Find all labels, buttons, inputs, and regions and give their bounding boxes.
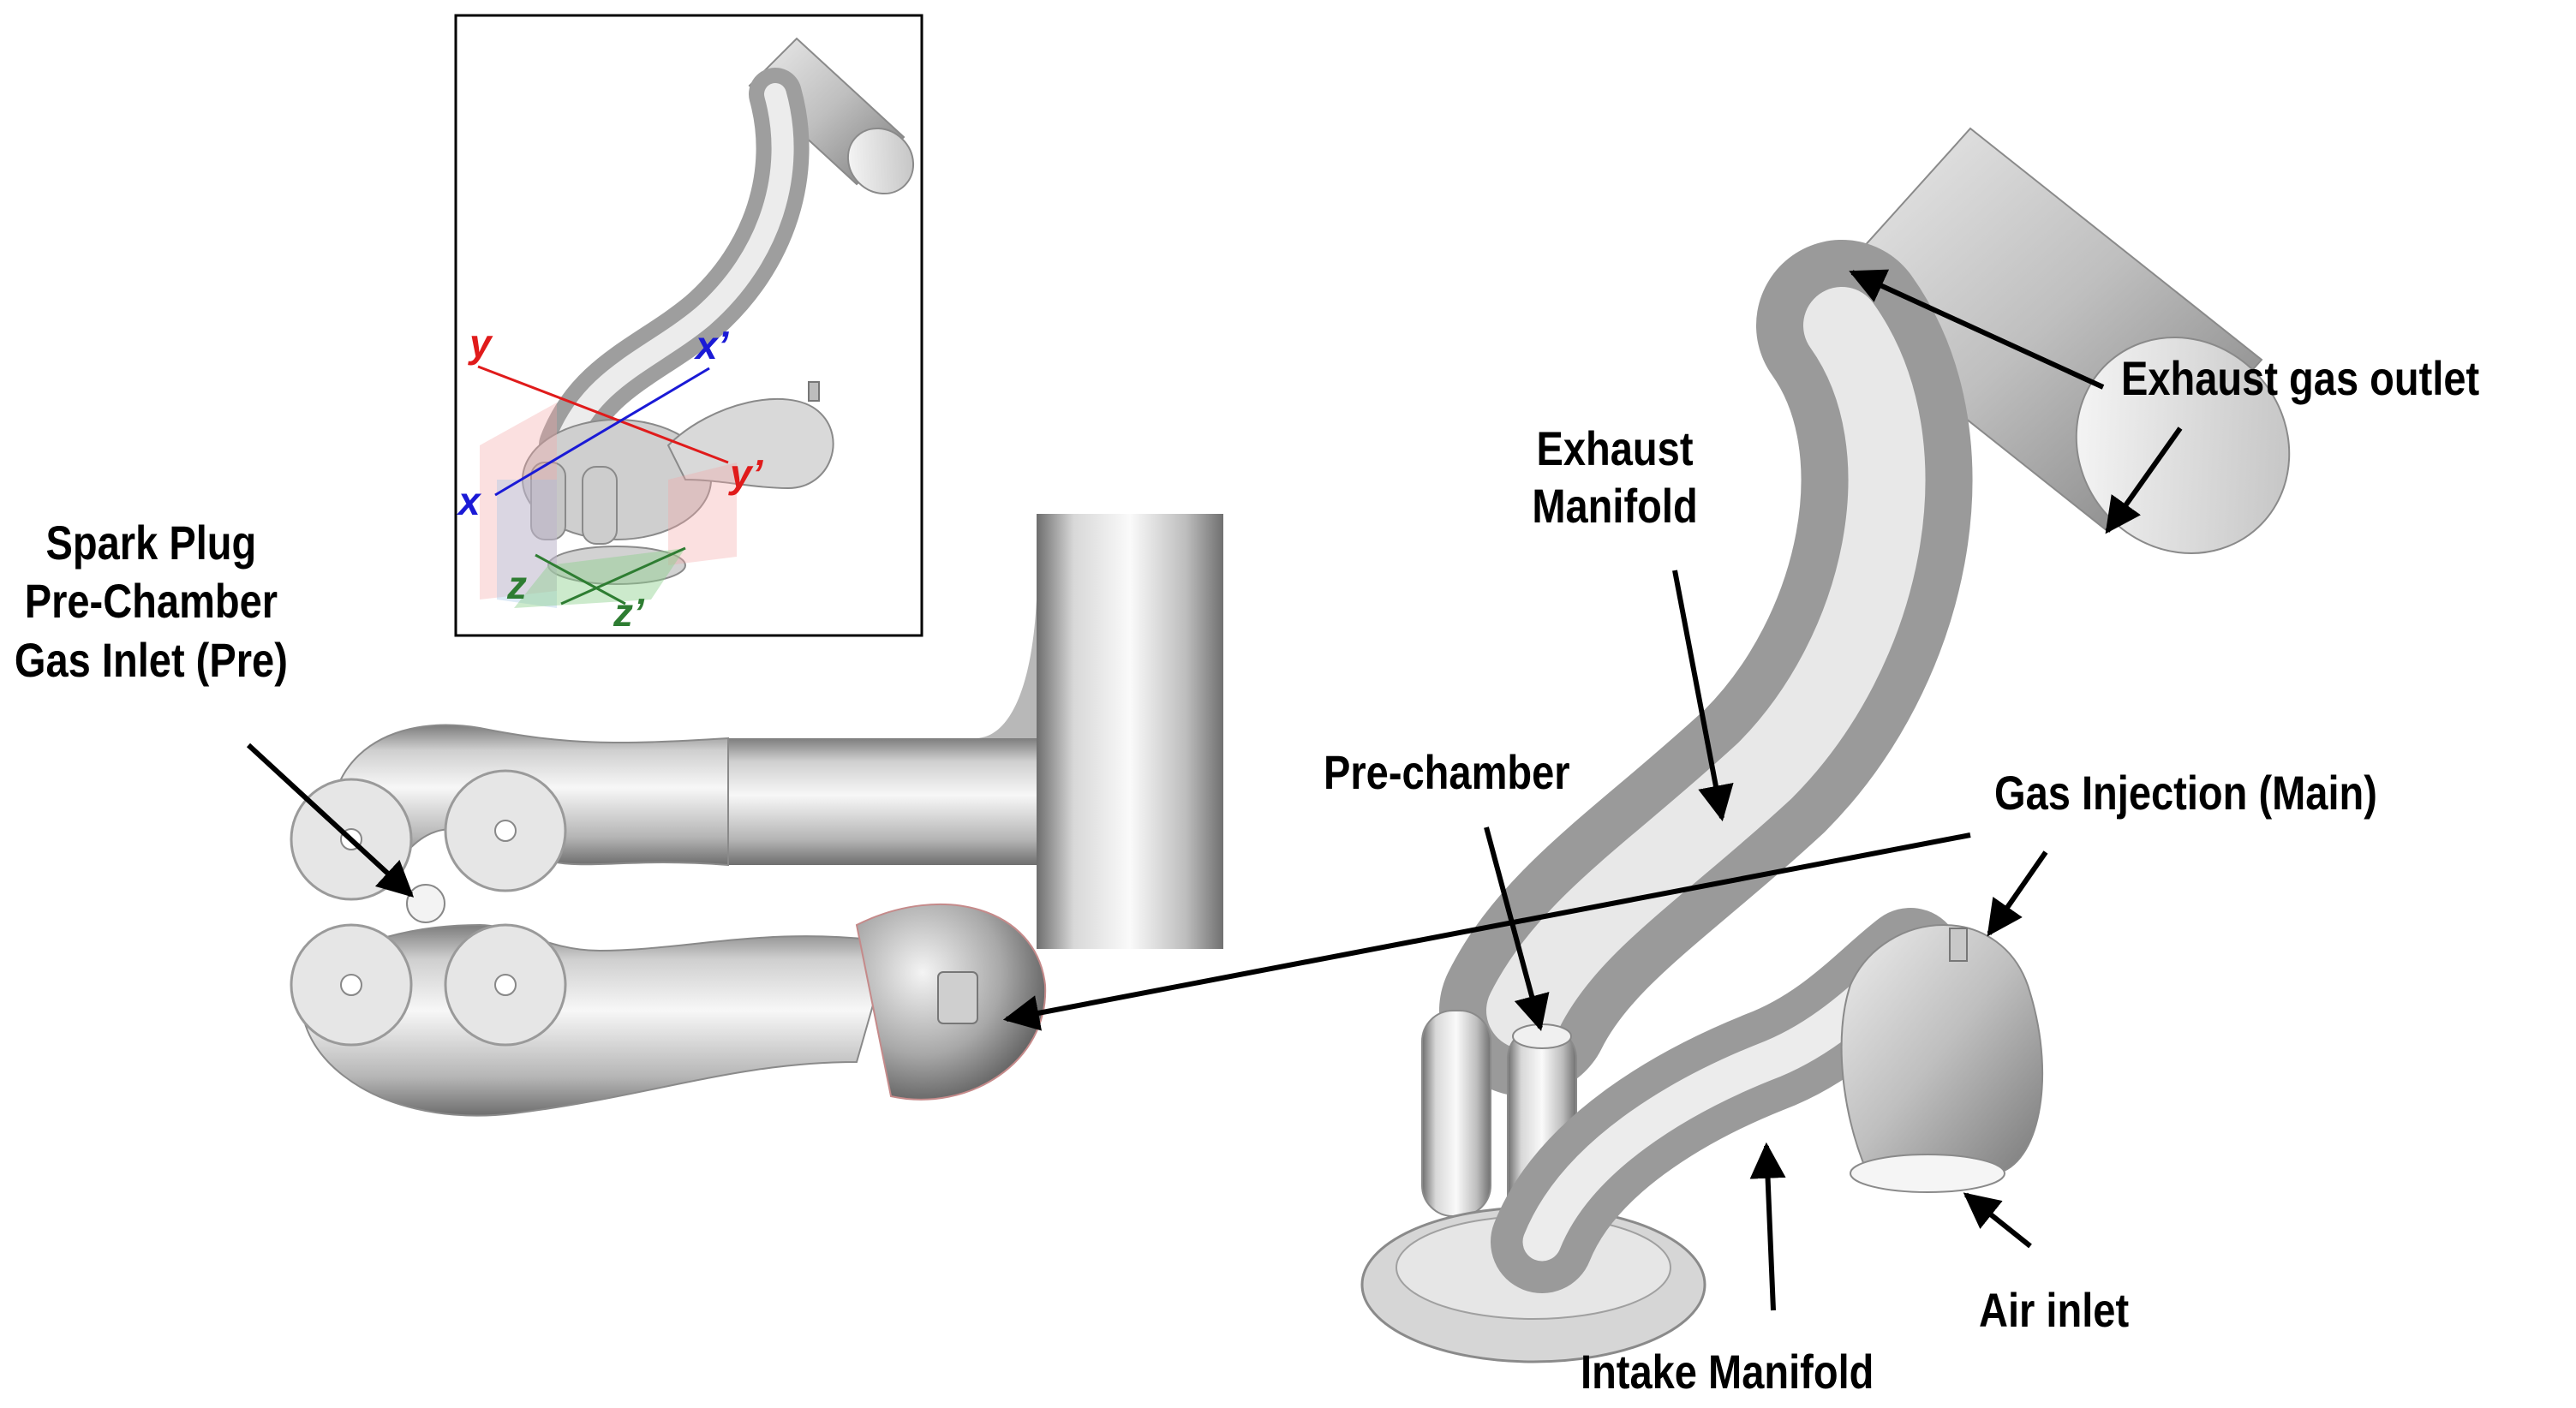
arrow-air-inlet	[1963, 1192, 2032, 1249]
top-view-manifold	[290, 514, 1223, 1117]
arrow-exhaust-manifold	[1672, 570, 1734, 822]
label-spark-plug-line-1: Spark Plug	[45, 516, 257, 570]
arrow-intake-manifold	[1749, 1142, 1786, 1311]
arrow-gas-injection-main-2	[1987, 850, 2048, 937]
axis-label-z: z	[507, 563, 527, 607]
iso-view-manifold	[1360, 127, 2291, 1363]
arrow-gas-injection-main	[1002, 832, 1971, 1031]
label-air-inlet: Air inlet	[1979, 1283, 2130, 1337]
axis-label-x-prime: x’	[696, 323, 729, 367]
label-exhaust-gas-outlet: Exhaust gas outlet	[2121, 351, 2480, 405]
inset-manifold-body	[522, 381, 834, 585]
axis-label-x: x	[458, 479, 481, 523]
label-exhaust-manifold: Exhaust Manifold	[1510, 420, 1719, 534]
label-exhaust-manifold-line-1: Exhaust	[1536, 421, 1694, 475]
callout-arrows	[246, 269, 2183, 1311]
label-pre-chamber: Pre-chamber	[1324, 745, 1570, 799]
axis-label-y-prime: y’	[730, 451, 763, 496]
arrow-exhaust-outlet-1	[1849, 269, 2105, 390]
axis-label-z-prime: z’	[613, 590, 644, 635]
label-spark-plug-line-3: Gas Inlet (Pre)	[14, 632, 288, 687]
label-spark-plug: Spark Plug Pre-Chamber Gas Inlet (Pre)	[0, 514, 302, 689]
arrow-spark-plug	[246, 743, 415, 898]
label-intake-manifold: Intake Manifold	[1581, 1345, 1874, 1399]
axis-label-y: y	[469, 321, 492, 366]
arrow-pre-chamber	[1484, 826, 1550, 1032]
inset-view	[454, 14, 923, 637]
label-exhaust-manifold-line-2: Manifold	[1532, 479, 1698, 534]
label-gas-injection-main: Gas Injection (Main)	[1994, 766, 2377, 820]
arrow-exhaust-outlet-2	[2105, 427, 2183, 534]
label-spark-plug-line-2: Pre-Chamber	[24, 574, 278, 629]
